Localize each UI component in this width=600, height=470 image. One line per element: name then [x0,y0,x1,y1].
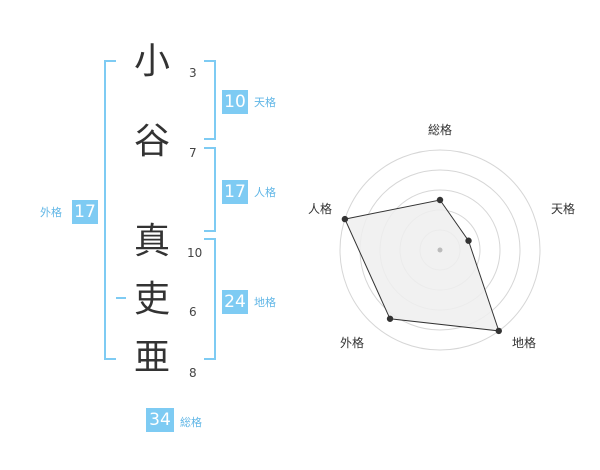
radar-axis-label-soukaku: 総格 [428,122,452,137]
radar-point-1 [436,196,444,204]
radar-axis-label-jinkaku: 人格 [308,201,332,216]
jinkaku-bracket [204,147,216,232]
jinkaku-badge: 17 [222,180,248,204]
radar-polygon [344,199,500,332]
chikaku-badge: 24 [222,290,248,314]
stroke-count-5: 8 [189,366,197,380]
chikaku-label: 地格 [254,296,276,309]
gaikaku-label: 外格 [40,206,62,219]
tenkaku-bracket [204,60,216,140]
radar-point-2 [465,237,472,244]
stroke-count-4: 6 [189,305,197,319]
gaikaku-bracket [104,60,116,360]
gaikaku-bracket-tick [116,297,126,299]
name-char-5: 亜 [133,337,170,378]
tenkaku-badge: 10 [222,90,248,114]
radar-point-4 [386,315,394,322]
stroke-count-1: 3 [189,66,197,80]
radar-axis-label-chikaku: 地格 [512,335,536,350]
name-char-2: 谷 [133,121,170,162]
soukaku-label: 総格 [180,416,202,429]
name-char-3: 真 [133,221,170,262]
radar-axis-label-gaikaku: 外格 [340,335,364,350]
radar-center-dot [437,247,443,253]
radar-ring-5 [339,149,541,351]
soukaku-badge: 34 [146,408,174,432]
name-char-4: 吏 [133,279,170,320]
jinkaku-label: 人格 [254,186,276,199]
gaikaku-badge: 17 [72,200,98,224]
stroke-count-2: 7 [189,146,197,160]
stroke-count-3: 10 [187,246,203,260]
chikaku-bracket [204,238,216,360]
tenkaku-label: 天格 [254,96,276,109]
radar-point-3 [495,327,502,335]
radar-axis-label-tenkaku: 天格 [551,201,575,216]
name-char-1: 小 [133,41,170,82]
radar-point-5 [341,215,349,223]
